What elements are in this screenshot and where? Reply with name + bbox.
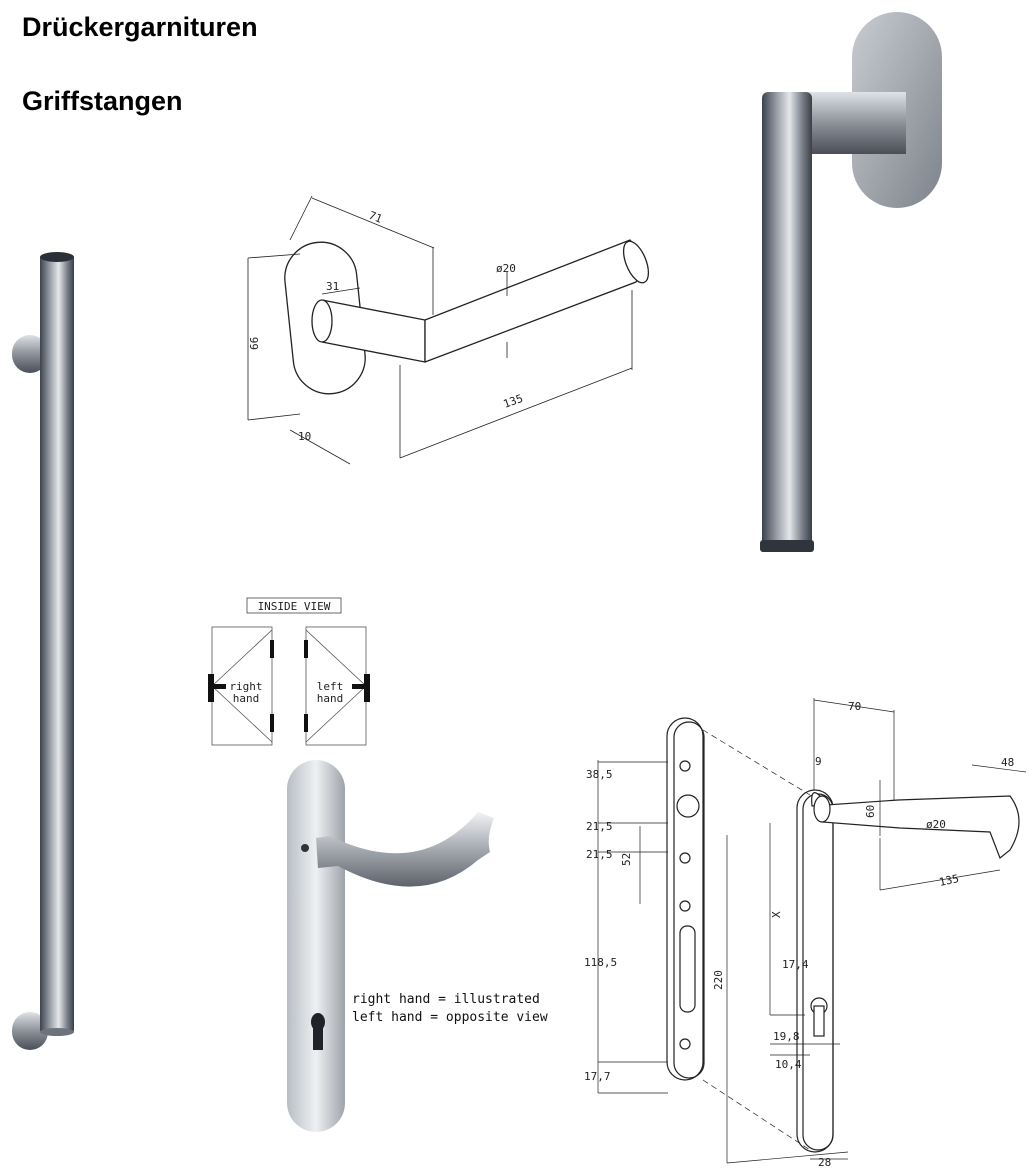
plate-lever-drawing	[597, 698, 1027, 1164]
hand-note-line1: right hand = illustrated	[352, 992, 540, 1007]
right-hand-label-a: right	[229, 680, 262, 693]
hand-note-line2: left hand = opposite view	[352, 1010, 548, 1025]
section-title: Griffstangen	[22, 86, 183, 116]
dim-28-label: 28	[818, 1156, 831, 1169]
dim-depth-label: 10	[298, 430, 311, 443]
dim-60-label: 60	[864, 805, 877, 818]
left-hand-label-a: left	[317, 680, 344, 693]
dim-118-5-label: 118,5	[584, 956, 617, 969]
dim-9-label: 9	[815, 755, 822, 768]
lever-handle-photo	[760, 12, 942, 552]
pull-bar-photo	[12, 252, 74, 1050]
dim-38-5-label: 38,5	[586, 768, 613, 781]
inside-view-label: INSIDE VIEW	[258, 600, 331, 613]
dim-height-label: 66	[248, 337, 261, 350]
dim-48-label: 48	[1001, 756, 1014, 769]
dim-21-5b-label: 21,5	[586, 848, 613, 861]
lever-handle-drawing	[247, 195, 650, 465]
plate-lever-photo	[287, 760, 494, 1132]
left-hand-label-b: hand	[317, 692, 344, 705]
dim-diameter-label: ø20	[496, 262, 516, 275]
dim-21-5a-label: 21,5	[586, 820, 613, 833]
dim-220-label: 220	[712, 970, 725, 990]
dim-width-label: 71	[367, 209, 384, 226]
dim-17-7-label: 17,7	[584, 1070, 611, 1083]
dim-length-label: 135	[502, 392, 525, 411]
right-hand-label-b: hand	[233, 692, 260, 705]
dim-70-label: 70	[848, 700, 861, 713]
dim-19-8-label: 19,8	[773, 1030, 800, 1043]
inside-view-schematic: INSIDE VIEW right hand left hand	[208, 597, 370, 746]
dim-rose-label: 31	[326, 280, 339, 293]
dim-x-label: X	[770, 911, 783, 918]
dim-10-4-label: 10,4	[775, 1058, 802, 1071]
dim-20-label: ø20	[926, 818, 946, 831]
dim-135-label: 135	[938, 872, 960, 889]
dim-52-label: 52	[620, 853, 633, 866]
page-title: Drückergarnituren	[22, 12, 258, 42]
dim-17-4-label: 17,4	[782, 958, 809, 971]
